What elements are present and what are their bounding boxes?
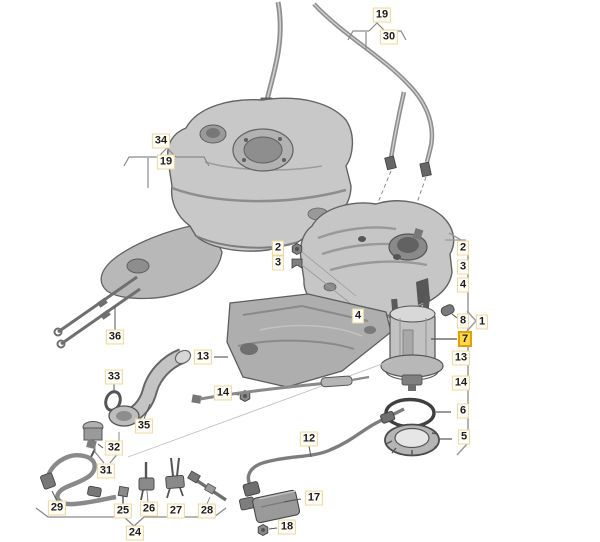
valve-27[interactable] [165,457,185,499]
part-label-13[interactable]: 13 [451,350,471,366]
rubber-bushing-8[interactable] [440,303,458,319]
part-label-24[interactable]: 24 [125,525,145,541]
part-label-5[interactable]: 5 [457,429,471,445]
part-label-1[interactable]: 1 [475,314,489,330]
main-fuel-tank[interactable] [100,97,354,300]
part-label-17[interactable]: 17 [304,490,324,506]
part-label-27[interactable]: 27 [166,503,186,519]
part-label-34[interactable]: 34 [151,133,171,149]
connector-rod-28[interactable] [187,470,227,505]
part-label-14[interactable]: 14 [213,385,233,401]
part-label-18[interactable]: 18 [277,519,297,535]
grommet-seal-33[interactable] [103,384,122,412]
hex-nut-18[interactable] [257,523,278,537]
part-label-28[interactable]: 28 [197,503,217,519]
part-label-2[interactable]: 2 [456,240,470,256]
part-label-26[interactable]: 26 [139,501,159,517]
fuel-pump-module[interactable] [380,295,457,391]
fuel-hose-29[interactable] [40,452,117,507]
part-label-7[interactable]: 7 [457,331,473,347]
hex-nut-2[interactable] [291,243,357,297]
part-label-32[interactable]: 32 [104,440,124,456]
part-label-36[interactable]: 36 [105,329,125,345]
part-label-3[interactable]: 3 [456,259,470,275]
part-label-4[interactable]: 4 [456,277,470,293]
part-label-13[interactable]: 13 [193,349,213,365]
part-label-25[interactable]: 25 [113,503,133,519]
heat-shield[interactable] [214,293,392,388]
spring-clip-3[interactable] [291,258,351,304]
control-module[interactable] [239,489,302,524]
part-label-12[interactable]: 12 [299,431,319,447]
part-label-19[interactable]: 19 [372,7,392,23]
wiring-harness[interactable] [242,407,405,497]
part-label-8[interactable]: 8 [456,313,470,329]
retaining-clip-25[interactable] [117,485,130,504]
part-label-4[interactable]: 4 [351,308,365,324]
part-label-35[interactable]: 35 [134,418,154,434]
vent-valve-32[interactable] [82,421,104,460]
valve-26[interactable] [138,462,155,503]
filler-pipe[interactable] [108,348,193,427]
tension-straps[interactable] [53,275,141,349]
part-label-2[interactable]: 2 [271,240,285,256]
part-label-33[interactable]: 33 [104,369,124,385]
lock-ring[interactable] [384,423,452,457]
part-label-31[interactable]: 31 [96,463,116,479]
part-label-3[interactable]: 3 [271,255,285,271]
part-label-29[interactable]: 29 [47,500,67,516]
part-label-30[interactable]: 30 [379,29,399,45]
part-label-6[interactable]: 6 [456,403,470,419]
part-label-14[interactable]: 14 [451,375,471,391]
part-label-19[interactable]: 19 [156,154,176,170]
